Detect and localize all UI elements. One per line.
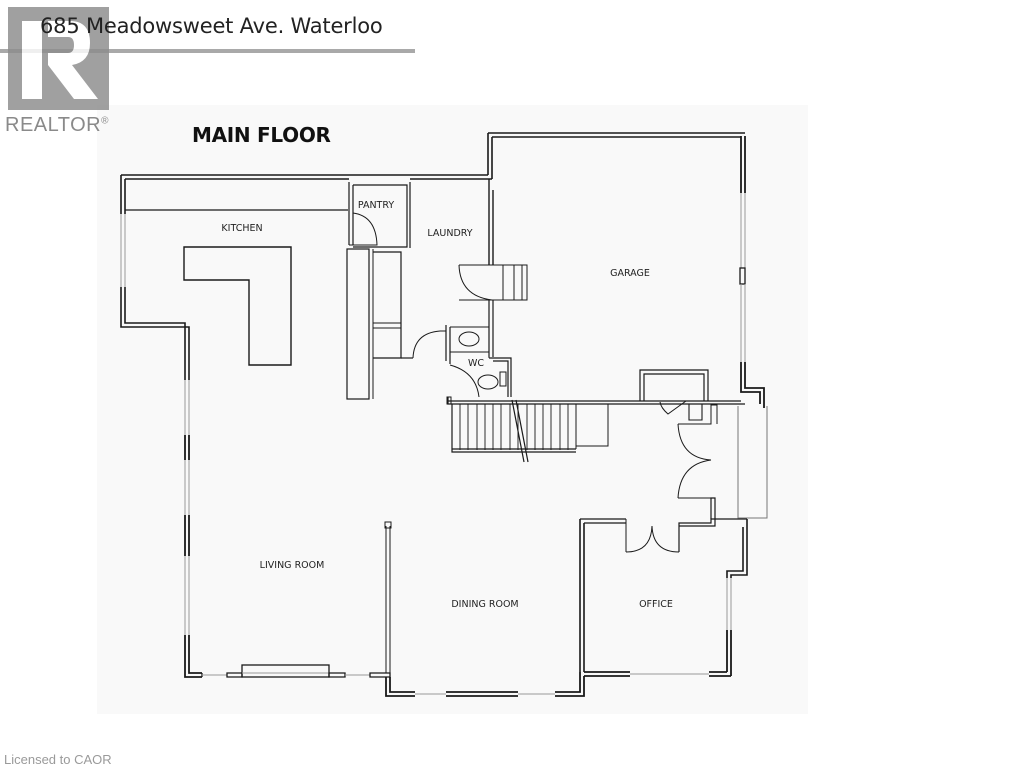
room-label-kitchen: KITCHEN bbox=[221, 223, 263, 234]
listing-address: 685 Meadowsweet Ave. Waterloo bbox=[40, 14, 383, 38]
room-label-dining-room: DINING ROOM bbox=[451, 599, 519, 610]
realtor-wordmark: REALTOR® bbox=[5, 114, 109, 136]
floor-title: MAIN FLOOR bbox=[192, 123, 331, 147]
license-notice: Licensed to CAOR bbox=[4, 752, 112, 767]
room-label-pantry: PANTRY bbox=[357, 200, 395, 211]
header-rule bbox=[0, 49, 415, 53]
room-label-living-room: LIVING ROOM bbox=[259, 560, 325, 571]
room-label-office: OFFICE bbox=[639, 599, 673, 610]
room-label-garage: GARAGE bbox=[610, 268, 650, 279]
realtor-r-logo-icon bbox=[8, 7, 109, 110]
room-label-wc: WC bbox=[467, 358, 485, 369]
room-label-laundry: LAUNDRY bbox=[427, 228, 473, 239]
